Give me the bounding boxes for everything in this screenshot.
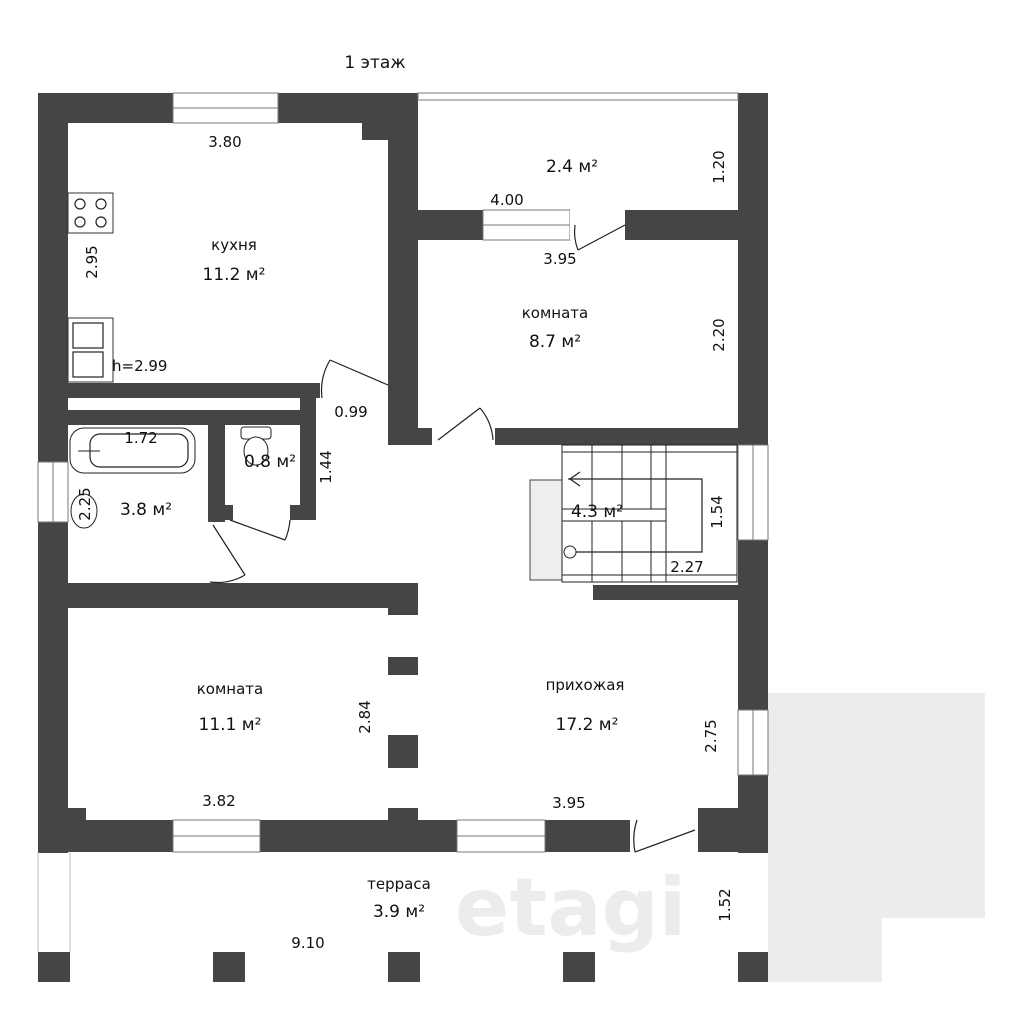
doors[interactable]: [209, 224, 696, 853]
staircase: [529, 444, 738, 583]
dim-toilet-depth: 1.44: [317, 450, 335, 483]
terrace-extension: [768, 693, 985, 982]
dim-stairs-width: 2.27: [670, 558, 703, 576]
dim-hall-width: 3.95: [552, 794, 585, 812]
dim-hall-depth: 2.75: [702, 719, 720, 752]
windows: [37, 92, 769, 952]
dim-storage-depth: 1.20: [710, 150, 728, 183]
watermark: etagi: [455, 861, 686, 954]
toilet-icon: [240, 426, 272, 466]
dim-bath-width: 1.72: [124, 429, 157, 447]
dim-kitchen-depth: 2.95: [83, 245, 101, 278]
hall-area: 17.2 м²: [556, 715, 619, 735]
dim-bath-depth: 2.25: [76, 487, 94, 520]
terrace-area: 3.9 м²: [373, 902, 425, 922]
dim-terrace-width: 9.10: [291, 934, 324, 952]
kitchen-sink-icon: [67, 317, 114, 383]
bathtub-icon: [69, 427, 196, 474]
hall-name: прихожая: [546, 676, 625, 694]
terrace-name: терраса: [367, 875, 431, 893]
dim-room-small-width: 3.95: [543, 250, 576, 268]
toilet-area: 0.8 м²: [244, 452, 296, 472]
storage-area: 2.4 м²: [546, 157, 598, 177]
dim-room-large-width: 3.82: [202, 792, 235, 810]
dim-stairs-depth: 1.54: [708, 495, 726, 528]
room-small-area: 8.7 м²: [529, 332, 581, 352]
room-large-area: 11.1 м²: [199, 715, 262, 735]
dim-terrace-depth: 1.52: [716, 888, 734, 921]
room-small-name: комната: [522, 304, 588, 322]
ceiling-height: h=2.99: [112, 357, 167, 375]
washbasin-icon: [70, 493, 98, 529]
stove-icon: [67, 192, 114, 234]
stairs-area: 4.3 м²: [571, 502, 623, 522]
kitchen-name: кухня: [211, 236, 257, 254]
dim-storage-width: 4.00: [490, 191, 523, 209]
dim-room-small-depth: 2.20: [710, 318, 728, 351]
kitchen-area: 11.2 м²: [203, 265, 266, 285]
dim-kitchen-width: 3.80: [208, 133, 241, 151]
room-large-name: комната: [197, 680, 263, 698]
bathroom-area: 3.8 м²: [120, 500, 172, 520]
dim-corridor-width: 0.99: [334, 403, 367, 421]
floor-title: 1 этаж: [344, 53, 405, 73]
dim-room-large-depth: 2.84: [356, 700, 374, 733]
